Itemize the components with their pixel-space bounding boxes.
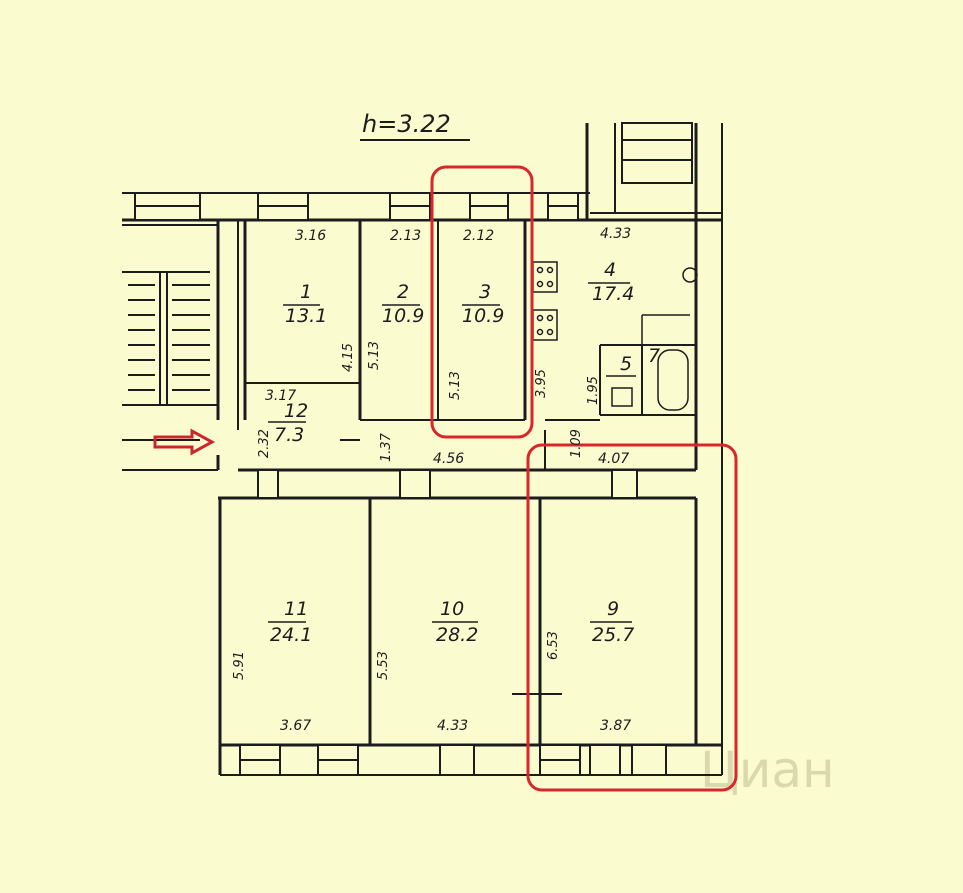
dimension-label: 3.16 xyxy=(295,228,326,244)
plan-title: h=3.22 xyxy=(362,110,451,138)
room-area: 13.1 xyxy=(285,305,327,327)
dimension-label: 5.13 xyxy=(367,341,382,370)
dimension-label: 4.33 xyxy=(437,718,468,734)
dimension-label: 4.56 xyxy=(433,451,464,467)
staircase xyxy=(122,271,210,441)
dimension-label: 3.67 xyxy=(280,718,311,734)
room-area: 28.2 xyxy=(436,624,478,646)
room-number: 11 xyxy=(284,598,308,620)
sink-icon xyxy=(682,267,698,283)
dimension-label: 6.53 xyxy=(546,631,561,660)
dimension-label: 2.32 xyxy=(257,429,272,458)
room-area: 24.1 xyxy=(270,624,312,646)
room-number: 4 xyxy=(604,259,616,281)
dimension-label: 5.91 xyxy=(232,651,247,680)
room-area: 10.9 xyxy=(382,305,424,327)
room-number: 1 xyxy=(300,281,312,303)
highlight-room-9 xyxy=(526,443,738,792)
dimension-label: 4.33 xyxy=(600,226,631,242)
entrance-arrow-icon xyxy=(153,428,216,456)
stove-icon xyxy=(532,261,558,293)
dimension-label: 4.07 xyxy=(598,451,629,467)
stove-icon xyxy=(532,309,558,341)
dimension-label: 1.95 xyxy=(586,376,601,405)
bathtub-icon xyxy=(657,349,689,411)
room-number: 12 xyxy=(284,400,308,422)
dimension-label: 3.87 xyxy=(600,718,631,734)
room-area: 25.7 xyxy=(592,624,634,646)
room-number: 10 xyxy=(440,598,464,620)
dimension-label: 1.09 xyxy=(569,429,584,458)
highlight-room-3 xyxy=(430,165,534,439)
dimension-label: 5.13 xyxy=(448,371,463,400)
dimension-label: 3.17 xyxy=(265,388,296,404)
room-labels: 1 13.1 2 10.9 3 10.9 4 17.4 5 7 12 7.3 1… xyxy=(268,259,660,646)
room-number: 5 xyxy=(620,353,632,375)
dimension-label: 2.13 xyxy=(390,228,421,244)
room-area: 10.9 xyxy=(462,305,504,327)
room-number: 9 xyxy=(607,598,619,620)
room-number: 7 xyxy=(648,345,660,367)
dimension-label: 4.15 xyxy=(341,343,356,372)
room-area: 7.3 xyxy=(274,424,304,446)
room-area: 17.4 xyxy=(592,283,634,305)
windows xyxy=(134,122,693,776)
dimension-label: 5.53 xyxy=(376,651,391,680)
dimension-label: 3.95 xyxy=(534,369,549,398)
dimension-label: 2.12 xyxy=(463,228,494,244)
dimension-label: 1.37 xyxy=(379,432,394,462)
dimensions: 3.16 2.13 2.12 4.33 3.17 4.56 4.07 3.67 … xyxy=(232,226,631,734)
toilet-icon xyxy=(611,387,633,407)
room-number: 3 xyxy=(479,281,491,303)
room-number: 2 xyxy=(397,281,409,303)
fixtures xyxy=(532,261,698,411)
